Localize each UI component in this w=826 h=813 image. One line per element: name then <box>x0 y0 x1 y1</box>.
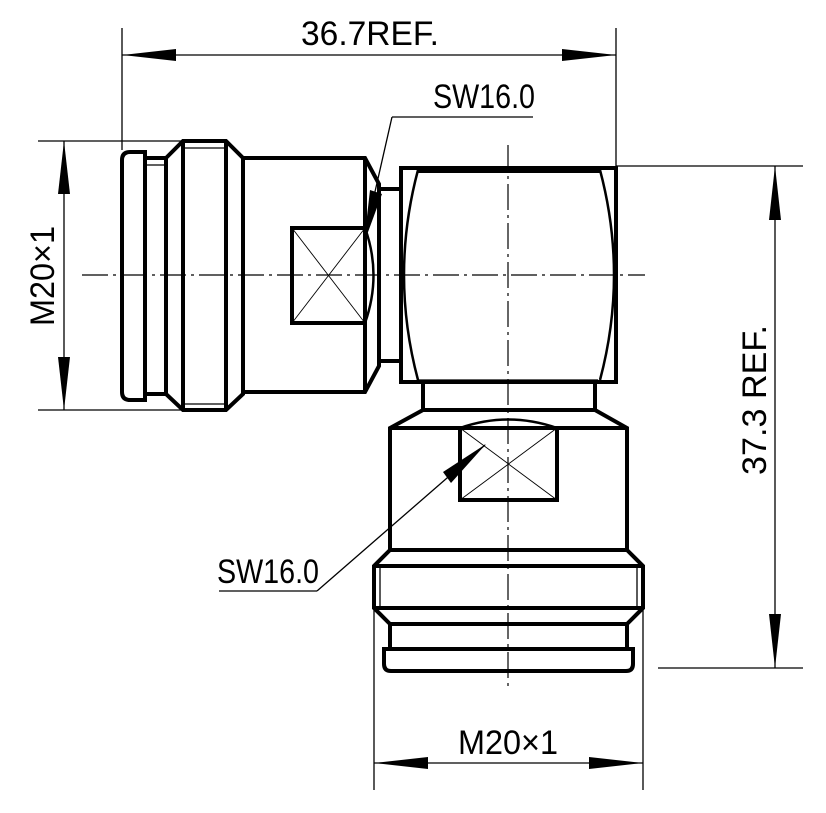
left-hex-body <box>243 156 381 394</box>
bottom-neck <box>421 382 597 412</box>
dim-label-width: 36.7REF. <box>301 15 439 53</box>
callout-upper-wrench-flat: SW16.0 <box>363 78 535 243</box>
bottom-flat-diagonal-b <box>459 427 558 501</box>
arrowhead-top <box>58 141 70 194</box>
dim-left-thread: M20×1 <box>24 140 183 411</box>
elbow-body <box>399 166 618 384</box>
left-coupling-lip <box>120 150 147 402</box>
left-connector-body <box>120 139 400 412</box>
dim-bottom-thread: M20×1 <box>373 608 644 790</box>
dim-label-bottom-thread: M20×1 <box>458 724 558 762</box>
leader-arrowhead <box>443 444 486 483</box>
dim-label-height: 37.3 REF. <box>736 325 774 475</box>
left-neck <box>379 187 400 363</box>
leader-arrowhead <box>364 190 382 243</box>
arrowhead-left <box>122 49 176 61</box>
left-flat-arc <box>363 227 375 324</box>
arrowhead-top <box>769 166 781 220</box>
left-wrench-flat <box>290 226 367 325</box>
bottom-connector-body <box>372 382 645 673</box>
dim-label-left-thread: M20×1 <box>24 226 62 326</box>
elbow-left-arc <box>402 169 420 381</box>
bottom-groove <box>388 624 629 649</box>
bottom-thread-section <box>372 548 645 626</box>
bottom-hex-body <box>388 408 629 552</box>
callout-label-upper: SW16.0 <box>433 78 535 116</box>
bottom-flat-arc <box>459 418 558 430</box>
bottom-coupling-lip <box>382 647 635 673</box>
arrowhead-right <box>562 49 616 61</box>
arrowhead-bottom <box>769 614 781 668</box>
arrowhead-bottom <box>58 357 70 410</box>
arrowhead-left <box>374 757 428 769</box>
left-groove <box>145 156 168 396</box>
dim-overall-width: 36.7REF. <box>121 15 617 166</box>
dim-overall-height: 37.3 REF. <box>616 165 803 669</box>
arrowhead-right <box>589 757 643 769</box>
callout-label-lower: SW16.0 <box>217 553 319 591</box>
elbow-right-arc <box>598 169 616 381</box>
callout-lower-wrench-flat: SW16.0 <box>217 444 486 592</box>
left-flat-diagonal-b <box>291 227 366 324</box>
left-thread-section <box>164 139 245 412</box>
